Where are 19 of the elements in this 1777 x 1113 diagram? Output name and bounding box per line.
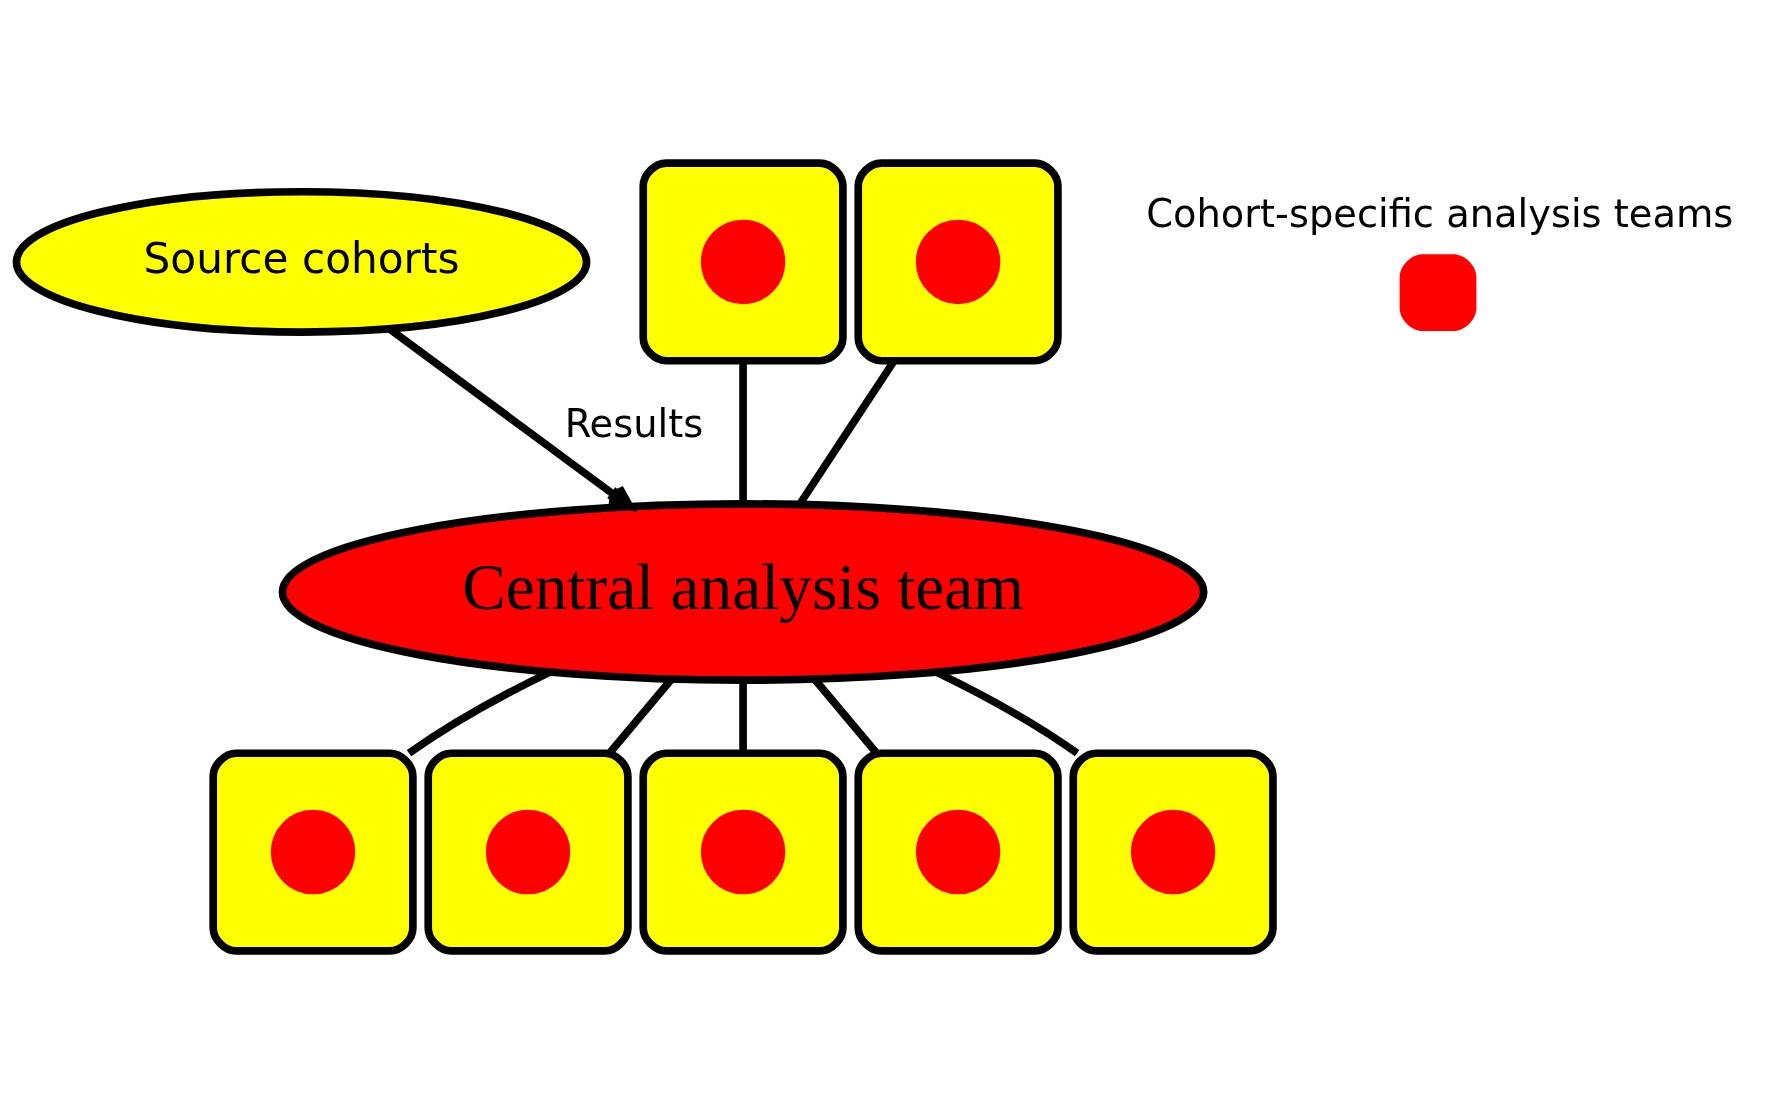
node-circle (1130, 809, 1216, 894)
node-circle (700, 809, 786, 894)
node-ellipse: Central analysis team (278, 499, 1208, 684)
cluster (209, 748, 417, 955)
edge-label: Results (564, 400, 704, 446)
connector (739, 680, 747, 753)
cluster (854, 748, 1062, 955)
node-circle (915, 219, 1001, 304)
legend-label: Cohort-specific analysis teams (1146, 190, 1734, 236)
node-circle (485, 809, 571, 894)
cluster (1069, 748, 1277, 955)
cluster (639, 158, 847, 365)
cluster (854, 158, 1062, 365)
cluster (424, 748, 632, 955)
node-ellipse: Source cohorts (12, 187, 591, 336)
node-circle (700, 219, 786, 304)
node-circle (915, 809, 1001, 894)
node-circle (270, 809, 356, 894)
cluster (639, 748, 847, 955)
